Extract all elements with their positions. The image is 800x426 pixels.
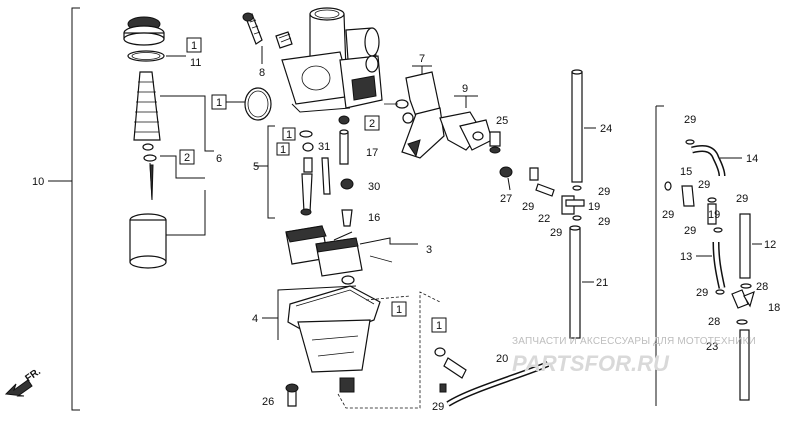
- callout-9: 9: [462, 83, 468, 95]
- callout-1-boxed-f: 1: [436, 320, 442, 332]
- callout-29-g: 29: [698, 179, 710, 191]
- callout-2-boxed-a: 2: [184, 152, 190, 164]
- front-direction-arrow: [4, 379, 33, 397]
- fittings-lower-right-part: [715, 283, 755, 401]
- callout-11: 11: [190, 57, 201, 69]
- bracket-9-part: [439, 95, 493, 151]
- callout-27: 27: [500, 193, 512, 205]
- callout-13: 13: [680, 251, 692, 263]
- callout-1-boxed-b: 1: [216, 97, 222, 109]
- callout-17: 17: [366, 147, 378, 159]
- throttle-stop-screw-part: [242, 12, 293, 64]
- callout-7: 7: [419, 53, 425, 65]
- callout-4: 4: [252, 313, 258, 325]
- callout-31: 31: [318, 141, 330, 153]
- top-cap-part: [123, 16, 186, 62]
- callout-29-j: 29: [684, 225, 696, 237]
- callout-29-c: 29: [550, 227, 562, 239]
- o-ring-part: [226, 87, 272, 121]
- callout-22: 22: [538, 213, 550, 225]
- callout-23: 23: [706, 341, 718, 353]
- watermark-tagline: ЗАПЧАСТИ И АКСЕССУАРЫ ДЛЯ МОТОТЕХНИКИ: [512, 336, 756, 347]
- callout-6: 6: [216, 153, 222, 165]
- callout-10: 10: [32, 176, 44, 188]
- callout-28-b: 28: [708, 316, 720, 328]
- screw-26-part: [285, 383, 299, 407]
- watermark-logo: PARTSFOR.RU: [512, 351, 670, 376]
- callout-5: 5: [253, 161, 259, 173]
- tube-14-part: [685, 139, 742, 177]
- tube-13-part: [696, 241, 726, 289]
- callout-20: 20: [496, 353, 508, 365]
- jet-parts: [321, 115, 354, 227]
- callout-29-b: 29: [522, 201, 534, 213]
- callout-21: 21: [596, 277, 608, 289]
- overflow-tube-part: [446, 361, 550, 407]
- callout-29-d: 29: [598, 186, 610, 198]
- callout-2-boxed-b: 2: [369, 118, 375, 130]
- callout-26: 26: [262, 396, 274, 408]
- callout-18: 18: [768, 302, 780, 314]
- callout-29-h: 29: [736, 193, 748, 205]
- callout-29-e: 29: [598, 216, 610, 228]
- float-chamber-part: [262, 275, 441, 409]
- callout-1-boxed-c: 1: [286, 129, 292, 141]
- callout-14: 14: [746, 153, 758, 165]
- callout-24: 24: [600, 123, 612, 135]
- callout-29-f: 29: [684, 114, 696, 126]
- vent-tube-21-part: [569, 225, 594, 339]
- carburetor-body-part: [281, 7, 383, 113]
- fittings-middle-part: [499, 166, 585, 221]
- choke-linkage-part: [384, 65, 445, 159]
- callout-15: 15: [680, 166, 692, 178]
- callout-28-a: 28: [756, 281, 768, 293]
- callout-16: 16: [368, 212, 380, 224]
- callout-1-boxed-e: 1: [396, 304, 402, 316]
- jet-needle-part: [142, 143, 205, 201]
- bracket-5: [255, 125, 314, 219]
- callout-1-boxed-d: 1: [280, 144, 286, 156]
- throttle-valve-part: [129, 110, 206, 269]
- callout-29-a: 29: [432, 401, 444, 413]
- callout-3: 3: [426, 244, 432, 256]
- bracket-10: [48, 7, 80, 411]
- vent-tube-24-part: [571, 69, 596, 183]
- fittings-right-part: [664, 181, 723, 233]
- callout-12: 12: [764, 239, 776, 251]
- callout-30: 30: [368, 181, 380, 193]
- spring-boot-part: [133, 71, 214, 152]
- drain-screw-part: [434, 347, 467, 393]
- callout-19-a: 19: [588, 201, 600, 213]
- callout-29-k: 29: [696, 287, 708, 299]
- callout-29-i: 29: [662, 209, 674, 221]
- screw-25-part: [489, 131, 501, 154]
- tube-12-part: [739, 213, 762, 279]
- callout-19-b: 19: [708, 209, 720, 221]
- callout-8: 8: [259, 67, 265, 79]
- right-panel-frame: [655, 105, 664, 406]
- float-part: [285, 225, 418, 277]
- callout-1-boxed-a: 1: [191, 40, 197, 52]
- callout-25: 25: [496, 115, 508, 127]
